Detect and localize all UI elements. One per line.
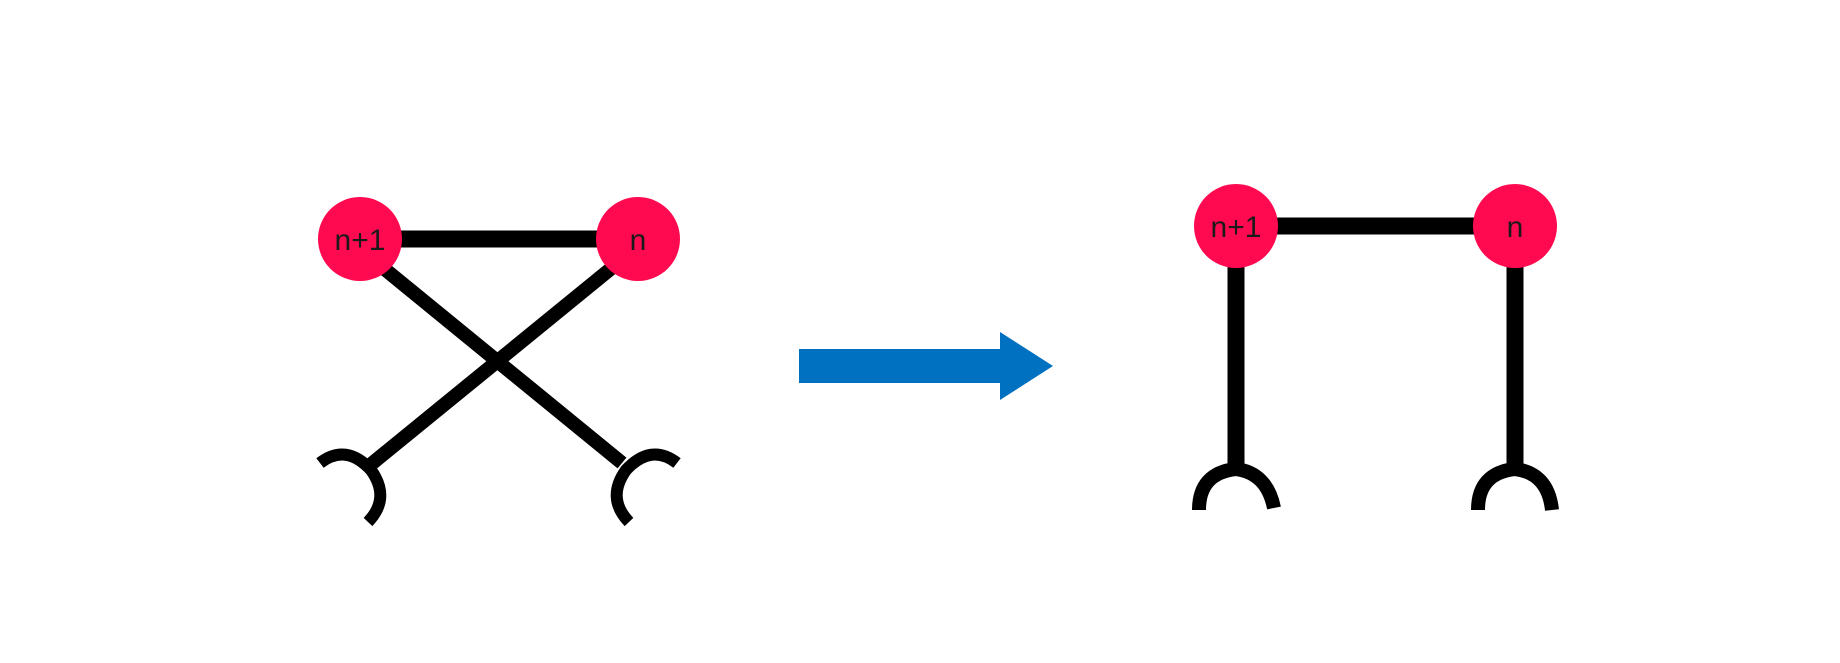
right-node-n-plus-1 [1194,184,1278,268]
right-hook-right [1471,461,1559,512]
left-hook-bottom-left [316,448,387,527]
arrow-right-icon [799,332,1053,400]
left-node-n-label: n [630,224,647,257]
left-cross-edge-from-n [359,256,624,476]
right-hook-left [1192,461,1281,511]
left-diagram: n+1 n [316,197,681,527]
right-diagram: n+1 n [1192,184,1559,512]
left-node-n-plus-1 [318,197,402,281]
left-hook-bottom-right [610,448,681,527]
left-node-n-plus-1-label: n+1 [335,224,386,257]
right-node-n [1473,184,1557,268]
right-node-n-label: n [1507,211,1524,244]
left-node-n [596,197,680,281]
right-node-n-plus-1-label: n+1 [1211,211,1262,244]
transition-arrow [799,332,1053,400]
